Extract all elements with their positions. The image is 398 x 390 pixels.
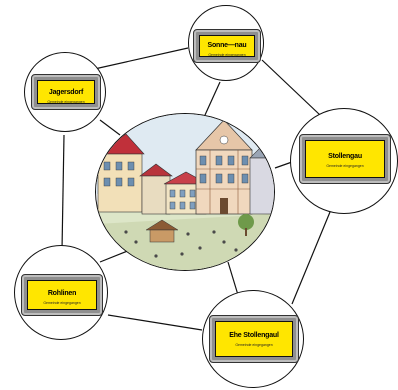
node-lower-left: Rohlinen Gemeinde eingegangen <box>14 245 108 340</box>
edge-lowerleft-upperleft <box>61 134 65 251</box>
edge-center-bottom <box>227 261 239 296</box>
node-upper-left: Jagersdorf Gemeinde eingegangen <box>24 52 106 132</box>
sign-title: Jagersdorf <box>48 89 84 96</box>
town-square-illustration <box>96 114 274 270</box>
edge-bottom-lowerleft <box>107 314 203 331</box>
sign-title: Sonne—nau <box>207 42 247 49</box>
edge-top-right <box>261 59 321 116</box>
sign-subtitle: Gemeinde eingegangen <box>47 100 85 104</box>
edge-right-bottom <box>291 211 331 305</box>
sign-subtitle: Gemeinde eingegangen <box>43 301 81 305</box>
sign-subtitle: Gemeinde eingegangen <box>235 343 273 347</box>
sign-top: Sonne—nau Gemeinde eingegangen <box>193 29 261 63</box>
node-top: Sonne—nau Gemeinde eingegangen <box>188 5 264 81</box>
edge-upperleft-top <box>89 47 189 71</box>
sign-right: Stollengau Gemeinde eingegangen <box>299 134 391 184</box>
sign-bottom: Ehe Stollengaul Gemeinde eingegangen <box>209 315 299 363</box>
center-town-image <box>95 113 275 271</box>
sign-title: Rohlinen <box>47 290 77 297</box>
sign-upper-left: Jagersdorf Gemeinde eingegangen <box>31 74 101 110</box>
node-bottom: Ehe Stollengaul Gemeinde eingegangen <box>202 290 304 388</box>
edge-center-upperleft <box>99 119 121 136</box>
edge-center-right <box>274 161 293 169</box>
edge-center-top <box>204 81 221 116</box>
sign-subtitle: Gemeinde eingegangen <box>208 53 246 57</box>
sign-title: Stollengau <box>328 153 362 160</box>
node-right: Stollengau Gemeinde eingegangen <box>290 108 398 214</box>
sign-subtitle: Gemeinde eingegangen <box>326 164 364 168</box>
sign-title: Ehe Stollengaul <box>229 332 279 339</box>
sign-lower-left: Rohlinen Gemeinde eingegangen <box>21 274 103 316</box>
edge-center-lowerleft <box>99 249 131 263</box>
